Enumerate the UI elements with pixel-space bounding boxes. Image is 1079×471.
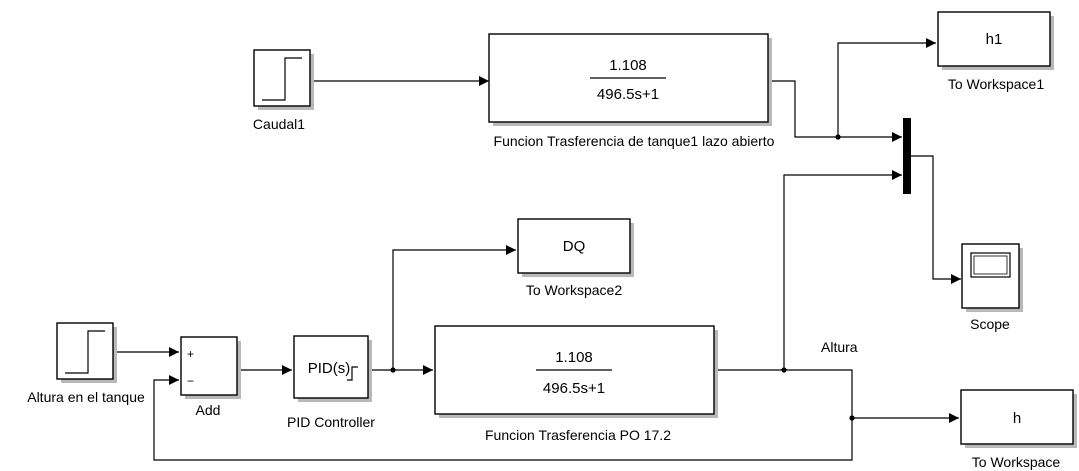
tf-po-block[interactable]: 1.108 496.5s+1 Funcion Trasferencia PO 1… (434, 325, 718, 443)
to-workspace-block[interactable]: h To Workspace (960, 389, 1077, 470)
pid-icon-text: PID(s) (308, 360, 351, 377)
caudal1-label: Caudal1 (253, 116, 305, 132)
scope-screen-icon (970, 252, 1011, 278)
altura-step-label: Altura en el tanque (27, 389, 145, 405)
tf-po-label: Funcion Trasferencia PO 17.2 (485, 427, 671, 443)
tf-open-loop-block[interactable]: 1.108 496.5s+1 Funcion Trasferencia de t… (488, 33, 775, 149)
to-workspace-variable: h (1013, 410, 1021, 427)
to-workspace2-block[interactable]: DQ To Workspace2 (517, 218, 634, 298)
wire-to-workspace2[interactable] (392, 245, 516, 370)
caudal1-step-block[interactable]: Caudal1 (253, 49, 314, 132)
add-minus-sign: − (187, 374, 194, 388)
to-workspace-label: To Workspace (972, 454, 1061, 470)
tf-po-numerator: 1.108 (555, 349, 593, 366)
wire-feedback[interactable] (153, 369, 853, 461)
signal-label-altura: Altura (821, 339, 858, 355)
wire-altura-to-mux-in2[interactable] (783, 170, 902, 370)
mux-block[interactable] (903, 118, 911, 194)
to-workspace2-variable: DQ (563, 238, 586, 255)
scope-label: Scope (970, 316, 1010, 332)
pid-controller-label: PID Controller (287, 414, 375, 430)
branch-point (390, 367, 396, 373)
step-icon (65, 330, 105, 374)
altura-step-block[interactable]: Altura en el tanque (27, 322, 145, 405)
scope-block[interactable]: Scope (961, 243, 1023, 332)
add-plus-sign: + (187, 347, 194, 361)
wire-mux-to-scope[interactable] (910, 155, 961, 284)
to-workspace1-block[interactable]: h1 To Workspace1 (937, 11, 1054, 92)
signal-lines (116, 38, 961, 461)
tf-open-numerator: 1.108 (609, 57, 647, 74)
step-icon (262, 57, 302, 101)
tf-open-denominator: 496.5s+1 (597, 86, 659, 103)
add-label: Add (196, 402, 221, 418)
pid-output-icon (347, 366, 358, 381)
to-workspace1-variable: h1 (986, 31, 1003, 48)
tf-open-label: Funcion Trasferencia de tanque1 lazo abi… (494, 133, 775, 149)
to-workspace1-label: To Workspace1 (948, 76, 1044, 92)
branch-point (781, 367, 787, 373)
wire-tf-open-out[interactable] (772, 80, 838, 138)
branch-point (849, 415, 855, 421)
wire-to-workspace1[interactable] (837, 38, 936, 137)
tf-po-denominator: 496.5s+1 (543, 380, 605, 397)
add-block[interactable]: + − Add (180, 336, 241, 418)
to-workspace2-label: To Workspace2 (526, 282, 622, 298)
branch-point (835, 134, 841, 140)
mux-bar-icon (903, 118, 911, 194)
pid-controller-block[interactable]: PID(s) PID Controller (287, 335, 375, 430)
